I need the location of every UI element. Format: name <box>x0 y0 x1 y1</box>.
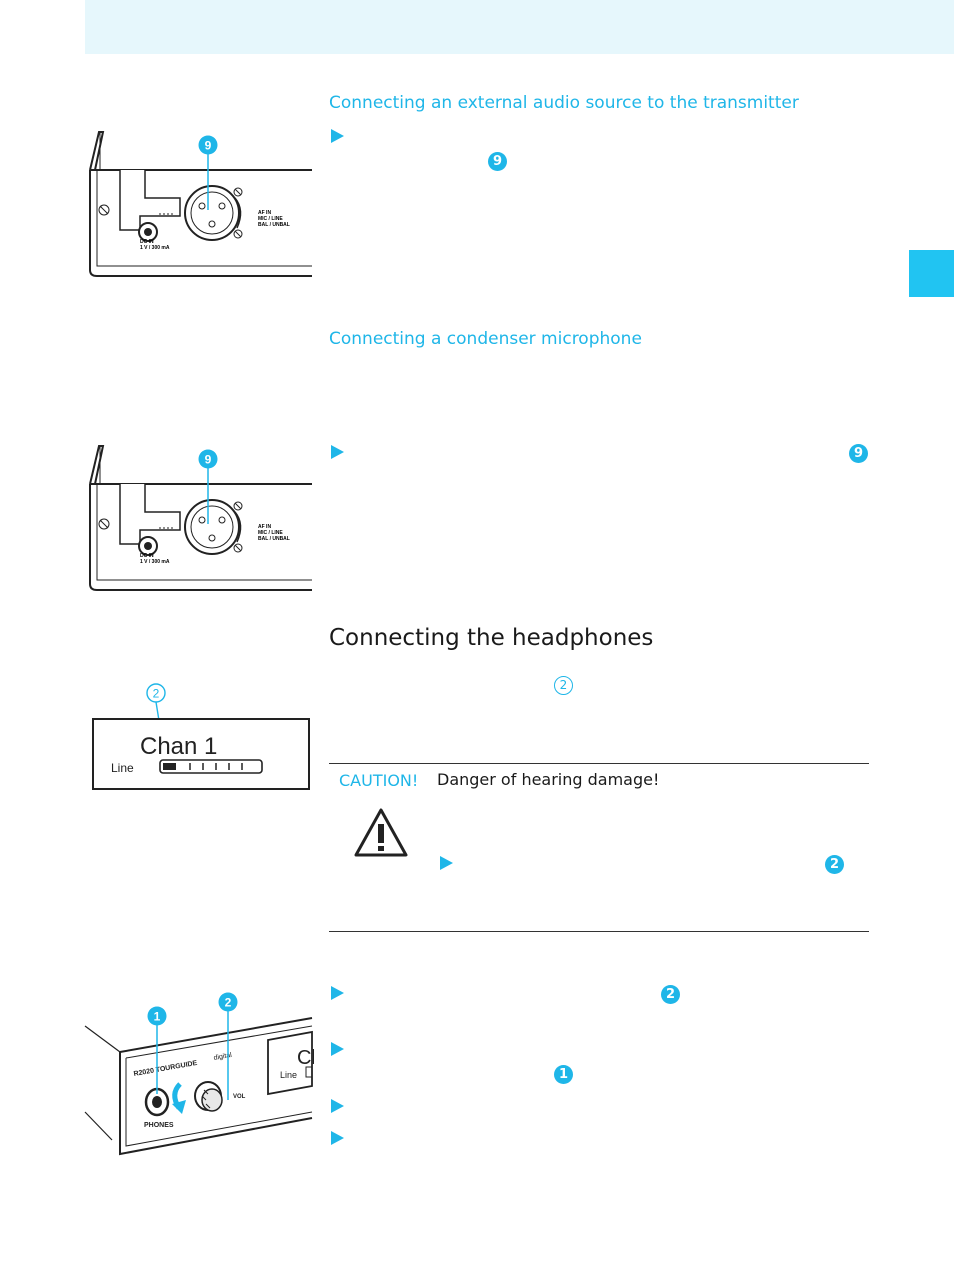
ref-num-9: 9 <box>849 444 868 463</box>
caution-top-rule <box>329 763 869 764</box>
ref-num-2-outline: 2 <box>554 676 573 695</box>
dc-in-label: DC IN <box>140 239 154 245</box>
transmitter-rear-figure: DC IN 1 V / 300 mA AF IN MIC / LINE BAL … <box>89 131 312 277</box>
chapter-tab <box>909 250 954 297</box>
heading-headphones: Connecting the headphones <box>329 625 654 651</box>
heading-external-audio: Connecting an external audio source to t… <box>329 93 799 113</box>
af-in-label: AF IN <box>258 524 271 530</box>
ref-num-1: 1 <box>554 1065 573 1084</box>
bullet-arrow-icon <box>331 129 344 143</box>
phones-label: PHONES <box>144 1122 174 1129</box>
heading-condenser-mic: Connecting a condenser microphone <box>329 329 642 349</box>
vol-label: VOL <box>233 1094 246 1100</box>
callout-9: 9 <box>205 453 212 467</box>
dc-rating-label: 1 V / 300 mA <box>140 245 170 251</box>
bal-unbal-label: BAL / UNBAL <box>258 222 290 228</box>
dc-in-label: DC IN <box>140 553 154 559</box>
dc-rating-label: 1 V / 300 mA <box>140 559 170 565</box>
mic-line-label: MIC / LINE <box>258 530 283 536</box>
bullet-arrow-icon <box>440 856 453 870</box>
callout-1: 1 <box>154 1010 161 1024</box>
transmitter-rear-figure-2: DC IN 1 V / 300 mA AF IN MIC / LINE BAL … <box>89 445 312 591</box>
af-in-label: AF IN <box>258 210 271 216</box>
ref-num-9: 9 <box>488 152 507 171</box>
bal-unbal-label: BAL / UNBAL <box>258 536 290 542</box>
bullet-arrow-icon <box>331 1131 344 1145</box>
bullet-arrow-icon <box>331 445 344 459</box>
display-figure: 2 Chan 1 Line <box>92 683 310 790</box>
callout-2: 2 <box>225 996 232 1010</box>
receiver-display-ch: Ch <box>297 1047 314 1069</box>
display-mode: Line <box>111 761 134 775</box>
warning-triangle-icon <box>354 808 408 857</box>
caution-title: Danger of hearing damage! <box>437 770 660 789</box>
ref-num-2: 2 <box>825 855 844 874</box>
bullet-arrow-icon <box>331 1042 344 1056</box>
receiver-front-figure: Ch Line R2020 TOURGUIDE digital PHONES V… <box>84 992 314 1156</box>
display-channel: Chan 1 <box>140 733 217 760</box>
bullet-arrow-icon <box>331 1099 344 1113</box>
bullet-arrow-icon <box>331 986 344 1000</box>
callout-2: 2 <box>153 687 160 701</box>
ref-num-2: 2 <box>661 985 680 1004</box>
header-band <box>85 0 954 54</box>
receiver-display-line: Line <box>280 1070 297 1080</box>
mic-line-label: MIC / LINE <box>258 216 283 222</box>
caution-label: CAUTION! <box>339 771 419 790</box>
callout-9: 9 <box>205 139 212 153</box>
digital-label: digital <box>213 1052 233 1062</box>
caution-bottom-rule <box>329 931 869 932</box>
